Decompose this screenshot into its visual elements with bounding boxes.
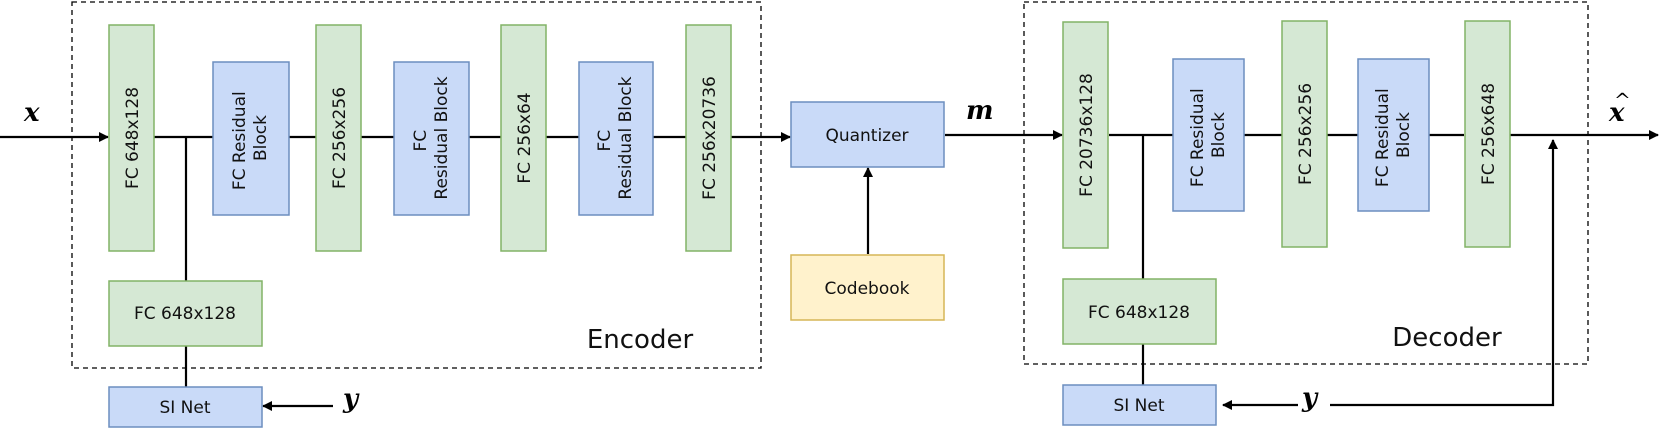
dec-si-fc-label: FC 648x128: [1088, 303, 1190, 323]
enc-si-fc-label: FC 648x128: [134, 304, 236, 324]
message-symbol: m: [966, 96, 994, 126]
enc-res3-line2: Residual Block: [616, 76, 636, 199]
dec-res2-block: FC Residual Block: [1357, 58, 1430, 212]
dec-side-info-symbol: y: [1301, 383, 1319, 413]
enc-res1-line2: Block: [251, 115, 271, 161]
enc-res2-label: FC Residual Block: [411, 76, 452, 199]
enc-fc1-block: FC 648x128: [108, 24, 155, 252]
encoder-frame: [71, 1, 762, 369]
dec-fc3-label: FC 256x648: [1479, 83, 1499, 185]
output-hat-symbol: ^: [1614, 88, 1631, 112]
decoder-frame: [1023, 1, 1589, 365]
enc-fc1-label: FC 648x128: [123, 87, 143, 189]
edge-dec-y-feed: [1330, 139, 1558, 407]
enc-fc4-label: FC 256x20736: [700, 76, 720, 200]
dec-res2-line1: FC Residual: [1373, 88, 1393, 187]
dec-res1-line1: FC Residual: [1188, 88, 1208, 187]
codebook-label: Codebook: [825, 279, 910, 299]
dec-fc1-block: FC 20736x128: [1062, 21, 1109, 249]
enc-fc2-label: FC 256x256: [330, 87, 350, 189]
codebook-block: Codebook: [790, 254, 945, 321]
dec-fc1-label: FC 20736x128: [1077, 73, 1097, 197]
enc-res1-block: FC Residual Block: [212, 61, 290, 216]
enc-res3-block: FC Residual Block: [578, 61, 654, 216]
enc-res3-line1: FC: [595, 130, 615, 152]
enc-fc4-block: FC 256x20736: [685, 24, 732, 252]
dec-res1-line2: Block: [1209, 112, 1229, 158]
enc-res1-label: FC Residual Block: [230, 86, 271, 190]
dec-si-net-label: SI Net: [1113, 396, 1164, 416]
dec-res1-block: FC Residual Block: [1172, 58, 1245, 212]
enc-res1-line1: FC Residual: [230, 91, 250, 190]
input-symbol: x: [23, 98, 40, 128]
decoder-label: Decoder: [1392, 323, 1502, 353]
dec-res1-label: FC Residual Block: [1188, 83, 1229, 187]
enc-si-fc-block: FC 648x128: [108, 280, 263, 347]
dec-res2-label: FC Residual Block: [1373, 83, 1414, 187]
dec-res2-line2: Block: [1394, 112, 1414, 158]
dec-fc2-label: FC 256x256: [1296, 83, 1316, 185]
enc-res2-line1: FC: [411, 130, 431, 152]
quantizer-label: Quantizer: [825, 126, 908, 146]
output-symbol: x: [1608, 98, 1625, 128]
enc-res2-line2: Residual Block: [432, 76, 452, 199]
encoder-label: Encoder: [587, 325, 694, 355]
enc-side-info-symbol: y: [342, 384, 360, 414]
dec-fc2-block: FC 256x256: [1281, 20, 1328, 248]
enc-fc2-block: FC 256x256: [315, 24, 362, 252]
enc-res3-label: FC Residual Block: [595, 76, 636, 199]
dec-si-fc-block: FC 648x128: [1062, 278, 1217, 345]
quantizer-block: Quantizer: [790, 101, 945, 168]
enc-fc3-block: FC 256x64: [500, 24, 547, 252]
enc-si-net-label: SI Net: [159, 398, 210, 418]
dec-si-net-block: SI Net: [1062, 384, 1217, 426]
dec-fc3-block: FC 256x648: [1464, 20, 1511, 248]
enc-si-net-block: SI Net: [108, 386, 263, 428]
enc-res2-block: FC Residual Block: [393, 61, 470, 216]
enc-fc3-label: FC 256x64: [515, 92, 535, 183]
